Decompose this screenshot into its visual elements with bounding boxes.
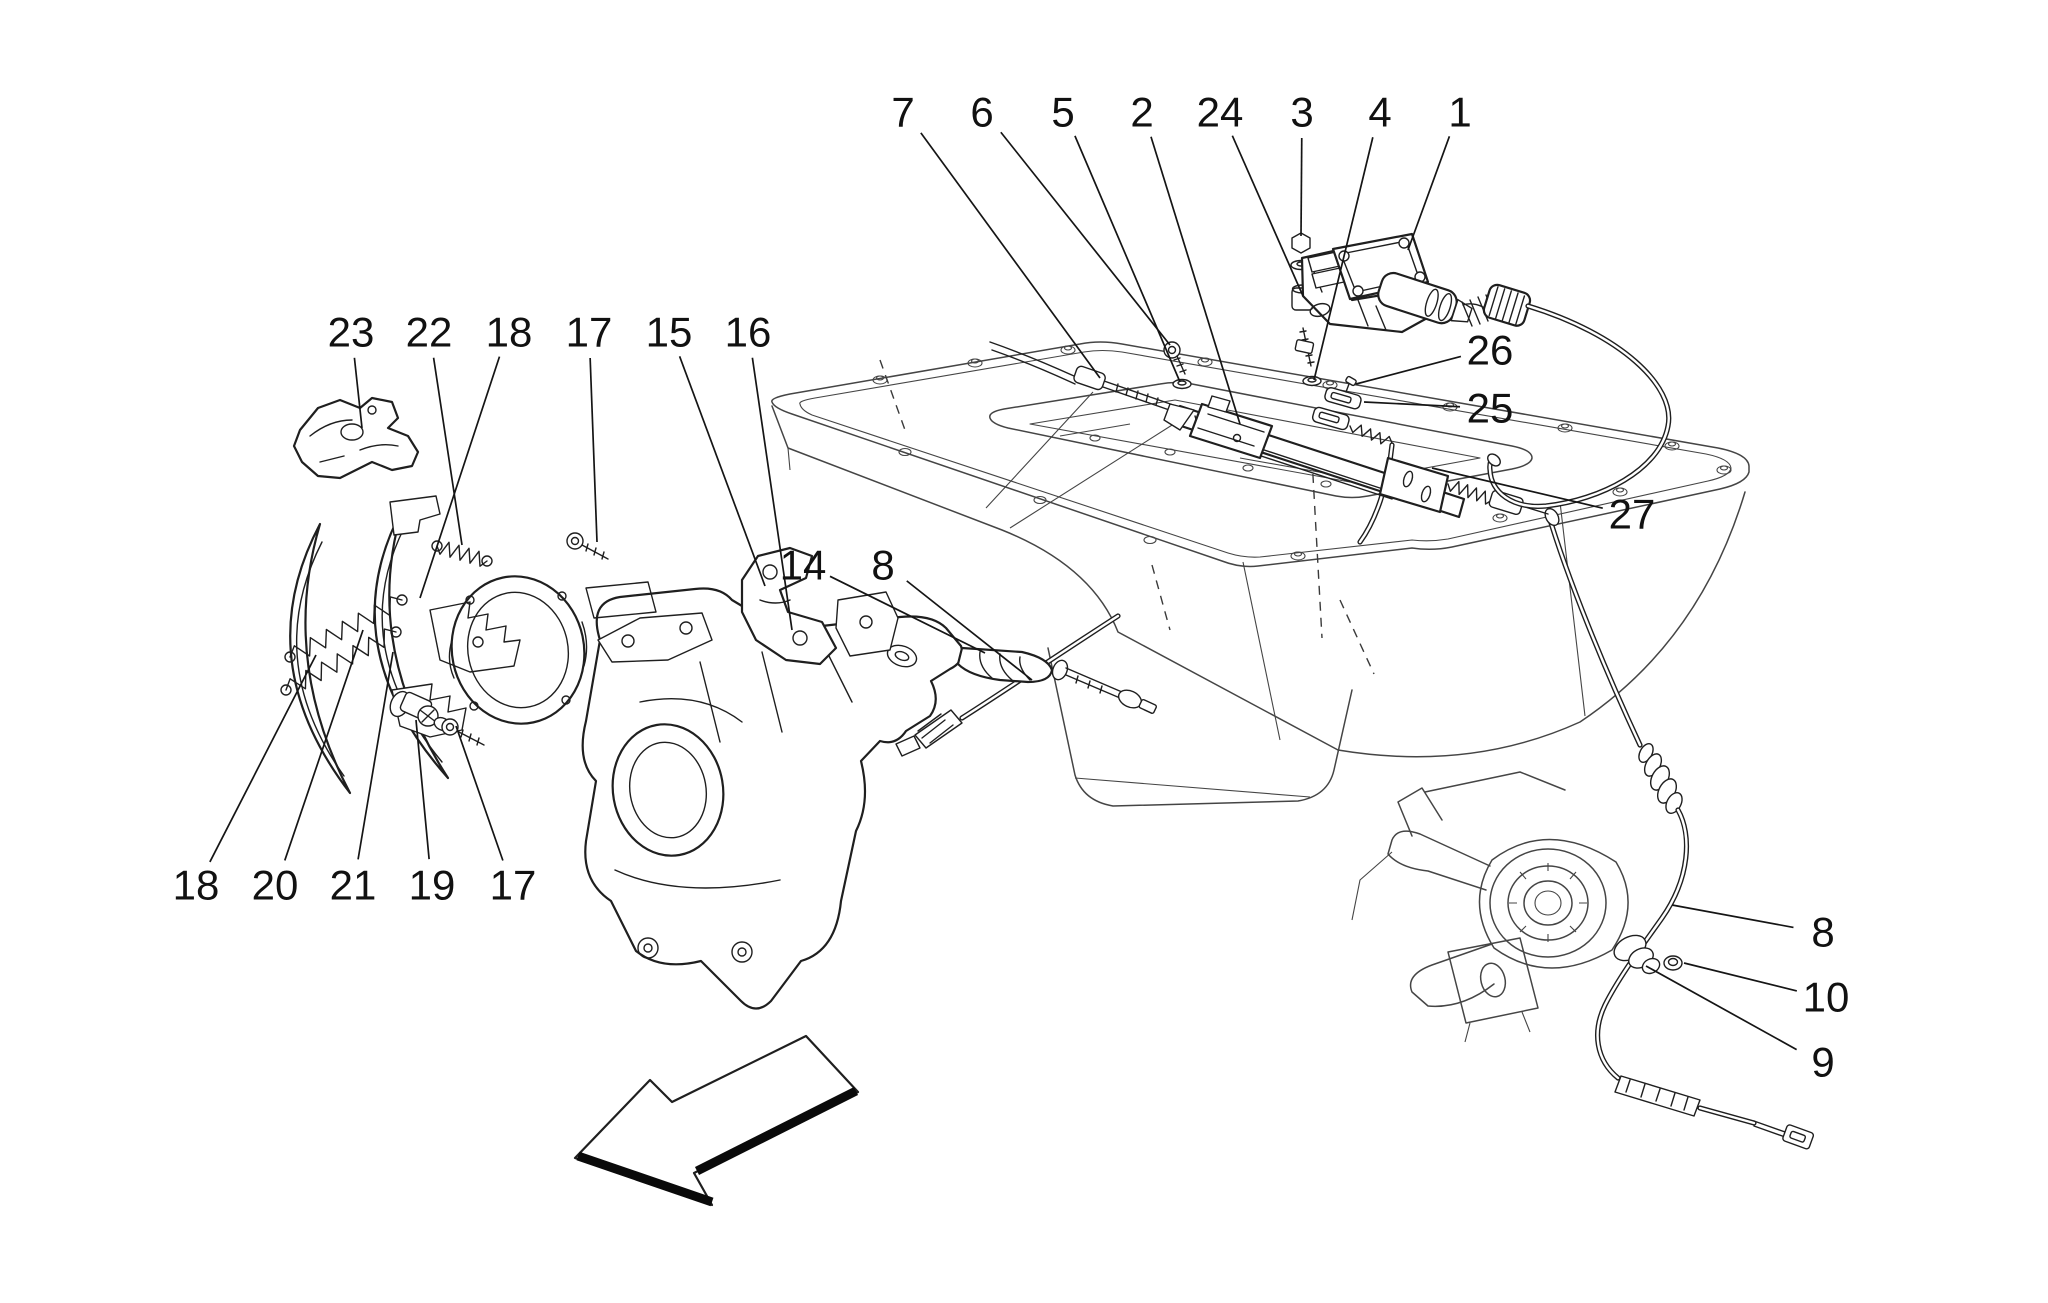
- leader-line-23: [353, 357, 363, 429]
- handbrake-lever: [292, 396, 420, 480]
- leader-line-27: [1431, 467, 1603, 509]
- suspension-arm-bushing: [1351, 771, 1629, 1043]
- callout-label-17-11: 17: [566, 309, 613, 356]
- rear-cable-right: [1544, 507, 1815, 1150]
- callout-label-18-19: 18: [173, 862, 220, 909]
- cable-clip: [1324, 387, 1362, 410]
- equalizer-assembly: [989, 232, 1549, 519]
- callout-label-9-26: 9: [1811, 1039, 1834, 1086]
- leader-line-18: [419, 356, 501, 599]
- cable-braid: [914, 709, 963, 749]
- leader-line-1: [1407, 136, 1451, 251]
- callout-label-4-6: 4: [1368, 89, 1391, 136]
- cable-braid: [1614, 1075, 1701, 1117]
- callout-label-5-2: 5: [1051, 89, 1074, 136]
- leader-line-2: [1150, 136, 1241, 425]
- callout-label-17-23: 17: [490, 862, 537, 909]
- leader-line-8: [1671, 904, 1794, 929]
- callout-label-27-18: 27: [1609, 491, 1656, 538]
- leader-line-7: [920, 132, 1101, 379]
- callout-label-7-0: 7: [891, 89, 914, 136]
- callout-label-14-14: 14: [780, 542, 827, 589]
- leader-line-21: [357, 651, 394, 860]
- shoe-bolt: [441, 532, 609, 746]
- callout-label-24-4: 24: [1197, 89, 1244, 136]
- leader-line-10: [1683, 962, 1798, 992]
- callout-label-25-17: 25: [1467, 385, 1514, 432]
- leader-line-20: [283, 629, 364, 861]
- front-cable-end: [1073, 365, 1106, 391]
- callout-label-22-9: 22: [406, 309, 453, 356]
- leader-line-5: [1074, 135, 1181, 383]
- cable-boot: [956, 646, 1054, 684]
- callout-label-15-12: 15: [646, 309, 693, 356]
- leader-line-25: [1363, 401, 1461, 408]
- oil-pan: [771, 341, 1750, 807]
- grommet-nut: [1663, 955, 1683, 971]
- cable-grommet: [1613, 934, 1661, 975]
- callout-label-6-1: 6: [970, 89, 993, 136]
- leader-line-15: [678, 356, 766, 587]
- leader-line-8: [906, 580, 1033, 681]
- callout-label-26-16: 26: [1467, 327, 1514, 374]
- anchor-bracket: [740, 546, 899, 666]
- callout-label-1-7: 1: [1448, 89, 1471, 136]
- leader-line-17: [455, 725, 504, 861]
- leader-line-4: [1313, 137, 1374, 381]
- callout-label-16-13: 16: [725, 309, 772, 356]
- pan-bolt-bosses: [872, 345, 1732, 561]
- callout-label-8-15: 8: [871, 542, 894, 589]
- callout-label-18-10: 18: [486, 309, 533, 356]
- callout-label-23-8: 23: [328, 309, 375, 356]
- direction-arrow: [573, 1034, 860, 1207]
- small-bolt: [1163, 341, 1192, 390]
- backing-plate: [448, 575, 588, 725]
- brake-shoe-group: [280, 396, 899, 795]
- return-spring: [280, 540, 493, 696]
- leader-line-24: [1231, 135, 1304, 297]
- hub-carrier: [581, 581, 1157, 1010]
- cable-clip: [1311, 406, 1350, 431]
- leader-line-14: [829, 575, 986, 654]
- leader-line-19: [415, 719, 430, 860]
- leader-line-17: [589, 357, 598, 543]
- leader-line-18: [209, 654, 317, 863]
- handbrake-actuator: [1300, 232, 1672, 509]
- cable-end-fitting: [895, 735, 921, 757]
- leader-line-9: [1645, 965, 1798, 1051]
- fastener-stack: [1290, 232, 1322, 387]
- callout-label-8-24: 8: [1811, 909, 1834, 956]
- clip-screw: [1345, 375, 1357, 393]
- callout-label-19-22: 19: [409, 862, 456, 909]
- cable-bellows: [1638, 743, 1683, 814]
- leader-line-16: [751, 357, 793, 631]
- brake-shoe: [289, 508, 450, 795]
- callout-label-10-25: 10: [1803, 974, 1850, 1021]
- callout-label-3-5: 3: [1290, 89, 1313, 136]
- callout-label-20-20: 20: [252, 862, 299, 909]
- callout-label-21-21: 21: [330, 862, 377, 909]
- leader-line-3: [1300, 137, 1303, 237]
- leader-line-26: [1355, 355, 1462, 385]
- callout-label-2-3: 2: [1130, 89, 1153, 136]
- callout-layer: 7 6 5 2 24 3 4 1 23 22 18 17 15 16 14 8 26 25 27 18 20 21 19 17…: [173, 89, 1850, 1086]
- cable-end-tab: [1782, 1124, 1815, 1150]
- leader-line-22: [432, 357, 463, 546]
- leader-line-6: [1000, 131, 1171, 346]
